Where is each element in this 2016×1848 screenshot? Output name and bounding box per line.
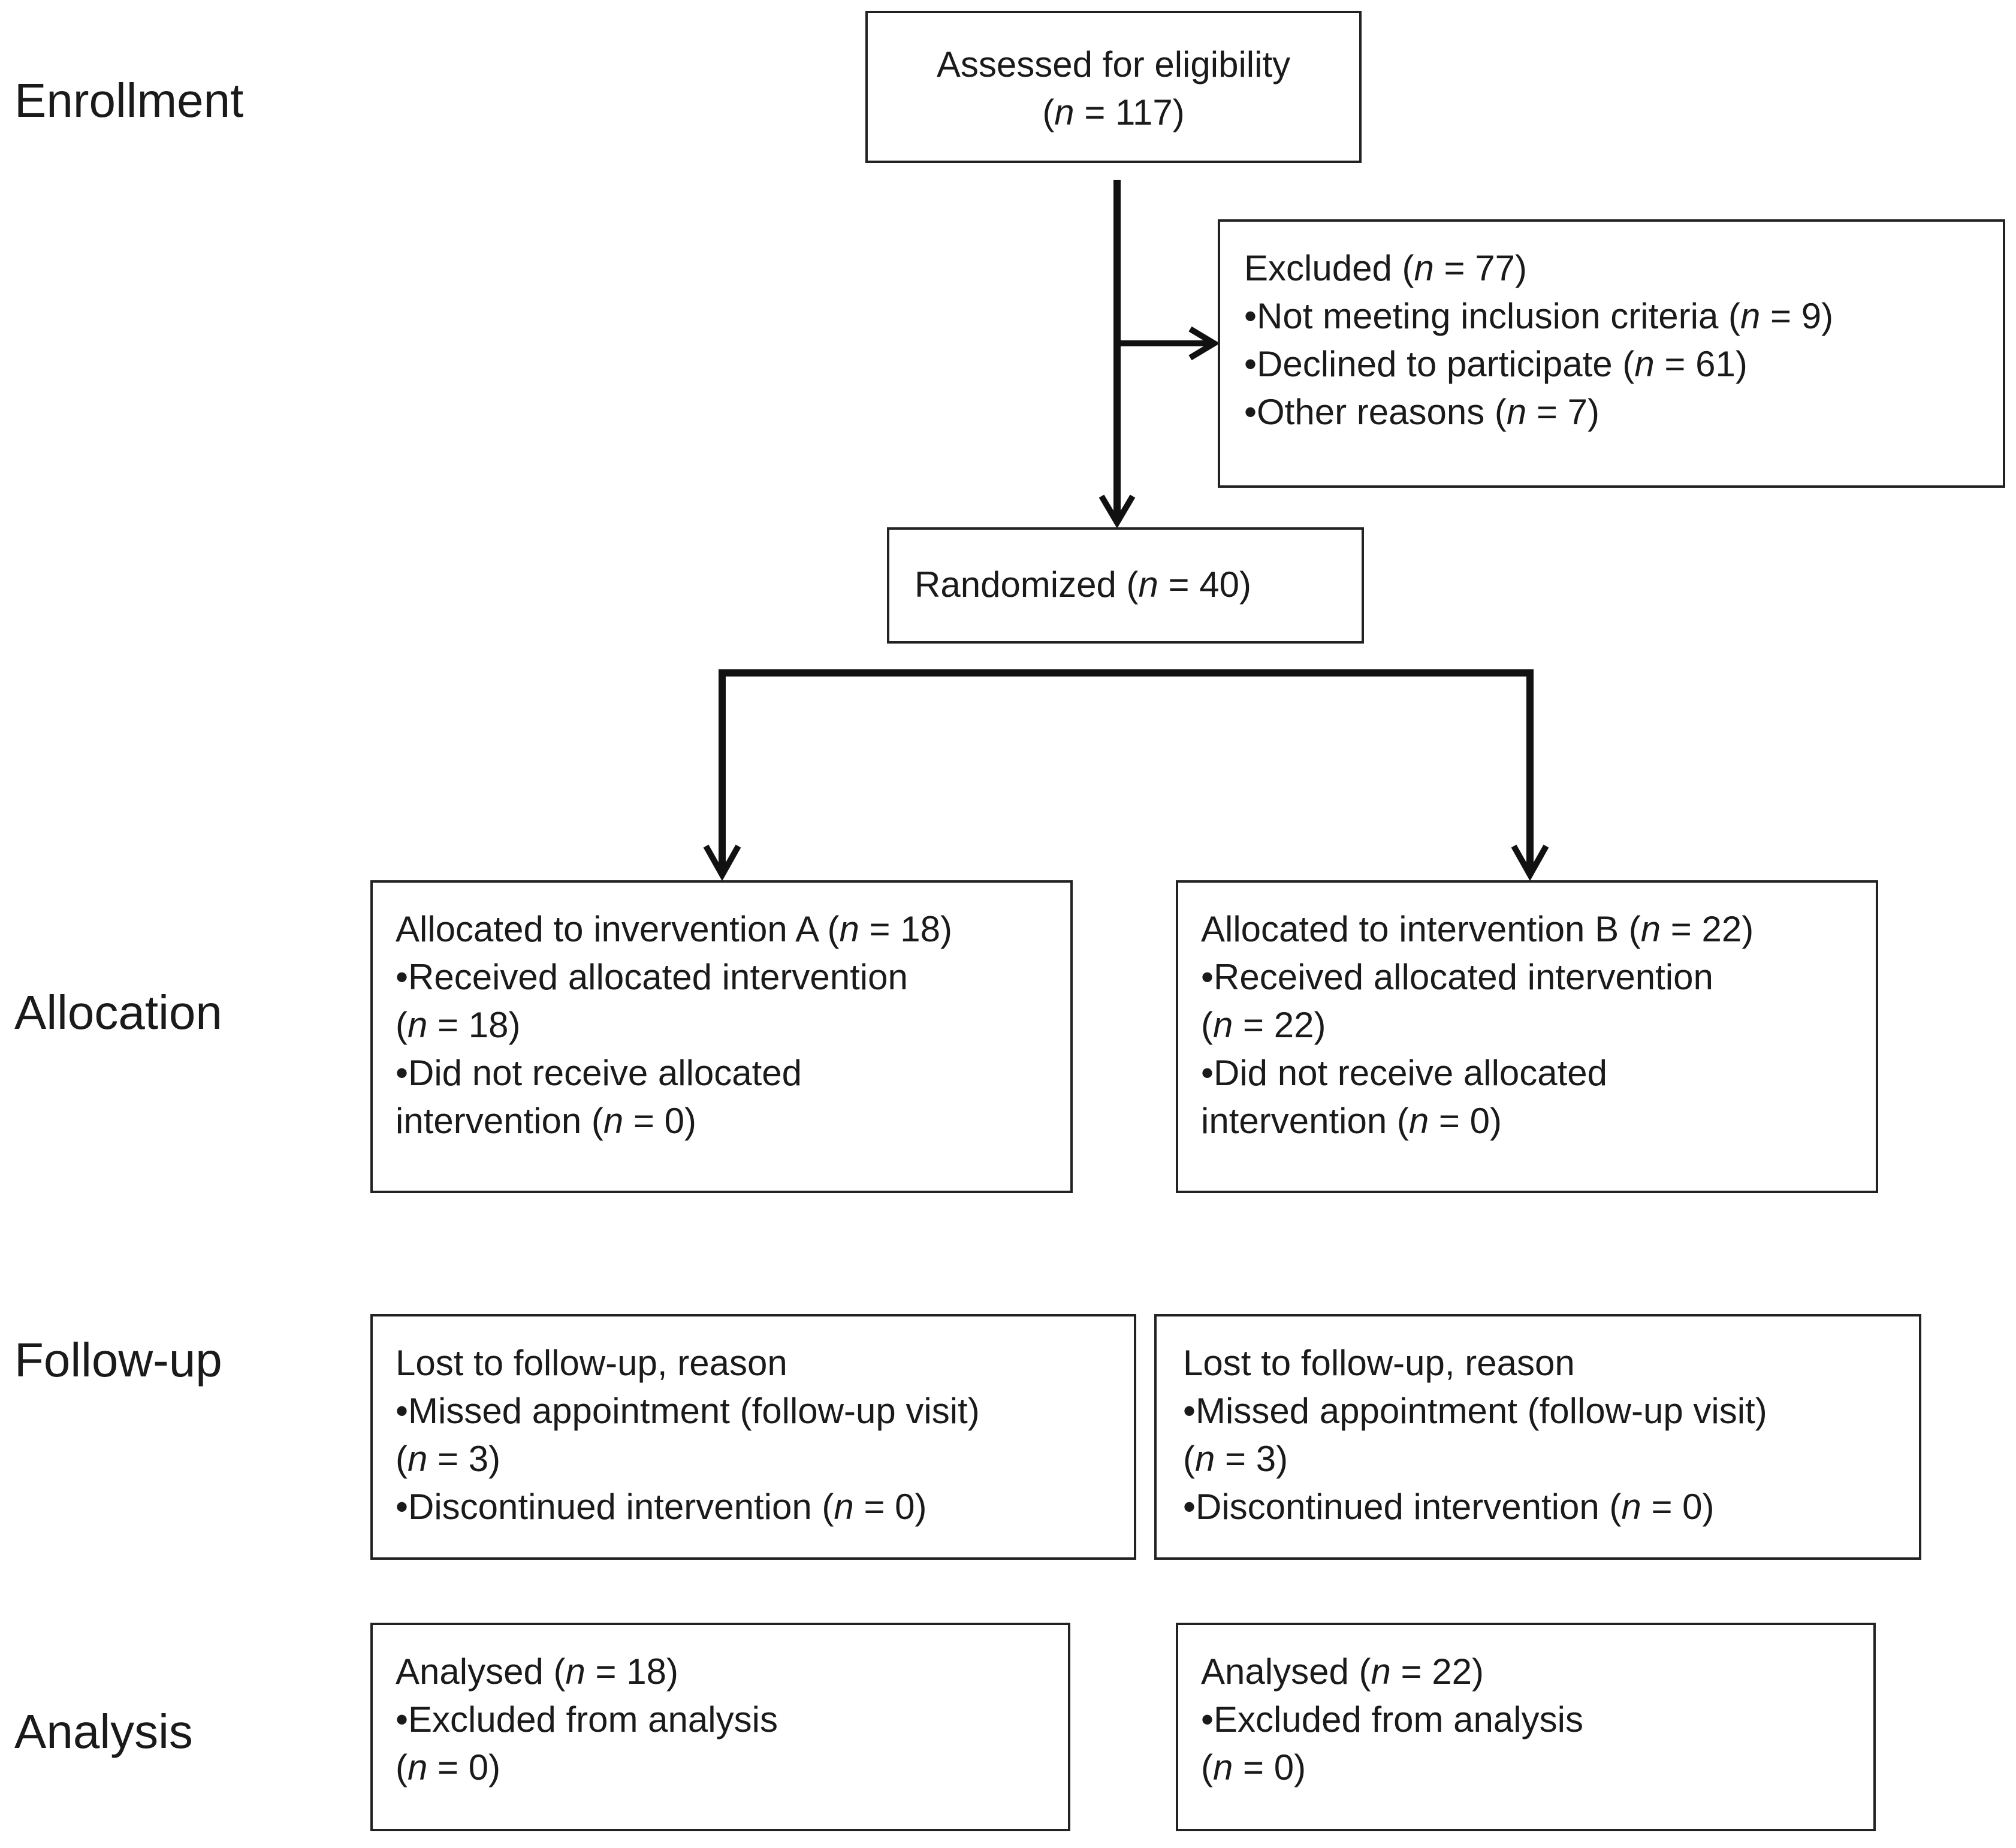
stage-label-analysis: Analysis [14,1705,193,1758]
followup-b-box: Lost to follow-up, reason •Missed appoin… [1154,1314,1921,1560]
allocation-b-box: Allocated to intervention B (n = 22) •Re… [1176,880,1878,1193]
analysis-b-excluded-n: (n = 0) [1201,1747,1306,1787]
allocation-a-box: Allocated to invervention A (n = 18) •Re… [370,880,1073,1193]
followup-b-title: Lost to follow-up, reason [1183,1343,1575,1383]
allocation-b-received-n: (n = 22) [1201,1005,1326,1045]
allocation-a-not-received-n: intervention (n = 0) [396,1101,696,1141]
analysis-b-box: Analysed (n = 22) •Excluded from analysi… [1176,1623,1876,1831]
assessed-line-2: (n = 117) [1042,92,1185,132]
allocation-b-not-received: •Did not receive allocated [1201,1053,1608,1093]
followup-a-discontinued: •Discontinued intervention (n = 0) [396,1487,927,1527]
randomized-line: Randomized (n = 40) [915,564,1251,605]
allocation-a-not-received: •Did not receive allocated [396,1053,802,1093]
arrowhead-to-randomized [1098,494,1136,529]
excluded-box: Excluded (n = 77) •Not meeting inclusion… [1218,219,2005,488]
followup-a-missed: •Missed appointment (follow-up visit) [396,1391,980,1431]
stage-label-allocation: Allocation [14,986,222,1039]
followup-a-box: Lost to follow-up, reason •Missed appoin… [370,1314,1136,1560]
assessed-line-1: Assessed for eligibility [936,44,1291,84]
followup-b-missed: •Missed appointment (follow-up visit) [1183,1391,1767,1431]
allocation-b-title: Allocated to intervention B (n = 22) [1201,909,1754,949]
excluded-title: Excluded (n = 77) [1244,248,1527,288]
randomized-box: Randomized (n = 40) [887,527,1364,644]
excluded-reason-declined: •Declined to participate (n = 61) [1244,344,1748,384]
arrowhead-to-excluded [1188,326,1220,361]
assessed-box: Assessed for eligibility (n = 117) [865,11,1362,163]
excluded-reason-inclusion: •Not meeting inclusion criteria (n = 9) [1244,296,1834,336]
analysis-a-excluded: •Excluded from analysis [396,1699,778,1740]
excluded-reason-other: •Other reasons (n = 7) [1244,392,1599,432]
stage-label-followup: Follow-up [14,1333,222,1387]
allocation-a-received: •Received allocated intervention [396,957,908,997]
stage-label-enrollment: Enrollment [14,74,244,127]
analysis-a-excluded-n: (n = 0) [396,1747,501,1787]
allocation-a-title: Allocated to invervention A (n = 18) [396,909,952,949]
arrowhead-to-allocation-a [703,844,741,881]
allocation-b-not-received-n: intervention (n = 0) [1201,1101,1502,1141]
analysis-b-title: Analysed (n = 22) [1201,1651,1484,1692]
analysis-a-title: Analysed (n = 18) [396,1651,678,1692]
analysis-a-box: Analysed (n = 18) •Excluded from analysi… [370,1623,1070,1831]
followup-b-discontinued: •Discontinued intervention (n = 0) [1183,1487,1715,1527]
analysis-b-excluded: •Excluded from analysis [1201,1699,1583,1740]
allocation-b-received: •Received allocated intervention [1201,957,1713,997]
followup-b-missed-n: (n = 3) [1183,1439,1288,1479]
followup-a-title: Lost to follow-up, reason [396,1343,787,1383]
allocation-a-received-n: (n = 18) [396,1005,521,1045]
arrowhead-to-allocation-b [1511,844,1549,881]
followup-a-missed-n: (n = 3) [396,1439,501,1479]
